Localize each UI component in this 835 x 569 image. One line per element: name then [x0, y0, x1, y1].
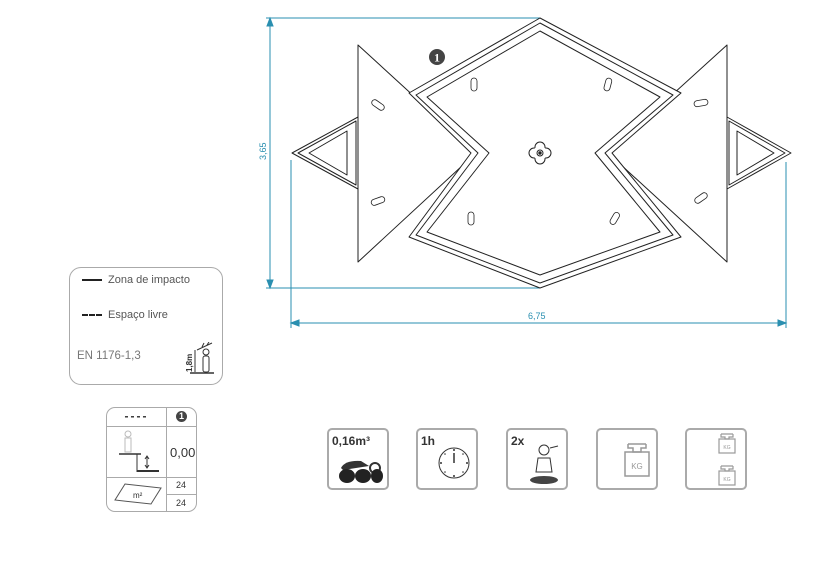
svg-text:KG: KG	[631, 462, 643, 471]
svg-text:1: 1	[434, 51, 440, 65]
solid-line-icon	[82, 279, 102, 281]
installers-icon: 2x	[506, 428, 568, 490]
safety-data-table: ---- 1 0,00 m² 24 24	[106, 407, 197, 512]
item-number-badge: 1	[429, 49, 445, 65]
center-post-icon	[528, 141, 552, 165]
standard-label: EN 1176-1,3	[77, 350, 141, 362]
installation-time-label: 1h	[421, 434, 436, 448]
arrow-down-icon	[266, 279, 274, 290]
bolt-icons	[370, 77, 709, 226]
svg-text:KG: KG	[723, 445, 730, 451]
worker-icon	[530, 444, 559, 484]
area-value-2: 24	[175, 498, 186, 508]
installers-label: 2x	[511, 434, 525, 448]
fall-height-icon	[119, 430, 159, 472]
arrow-right-icon	[777, 319, 788, 327]
free-space-label: Espaço livre	[108, 309, 168, 321]
left-handle	[291, 116, 359, 190]
fall-height-value: 0,00	[170, 445, 196, 460]
legend-impact-zone: Zona de impacto	[82, 274, 190, 286]
right-handle	[726, 116, 792, 190]
concrete-volume-label: 0,16m³	[332, 434, 371, 448]
kg-weight-icon: KG	[624, 443, 650, 477]
kg-weight-double-icon: KG KG	[718, 433, 736, 486]
area-icon: m²	[114, 483, 162, 505]
arrow-up-icon	[266, 16, 274, 27]
area-value-1: 24	[175, 480, 186, 490]
concrete-volume-icon: 0,16m³	[327, 428, 389, 490]
height-dimension-label: 3,65	[258, 142, 268, 160]
width-dimension-label: 6,75	[528, 311, 546, 321]
weight-icon: KG	[596, 428, 658, 490]
package-weight-icon: KG KG	[685, 428, 747, 490]
installation-time-icon: 1h	[416, 428, 478, 490]
svg-text:KG: KG	[723, 477, 730, 483]
item-number-header: 1	[176, 411, 187, 422]
legend-free-space: Espaço livre	[82, 309, 168, 321]
clock-icon	[438, 447, 470, 479]
dashed-line-icon	[82, 314, 102, 316]
svg-text:1,8m: 1,8m	[185, 354, 194, 372]
svg-text:m²: m²	[133, 491, 143, 500]
legend-box: Zona de impacto Espaço livre EN 1176-1,3…	[69, 267, 223, 385]
impact-zone-label: Zona de impacto	[108, 274, 190, 286]
concrete-mixer-icon	[339, 460, 383, 483]
free-space-header: ----	[124, 409, 149, 423]
fall-height-person-icon: 1,8m	[185, 342, 214, 374]
arrow-left-icon	[289, 319, 300, 327]
